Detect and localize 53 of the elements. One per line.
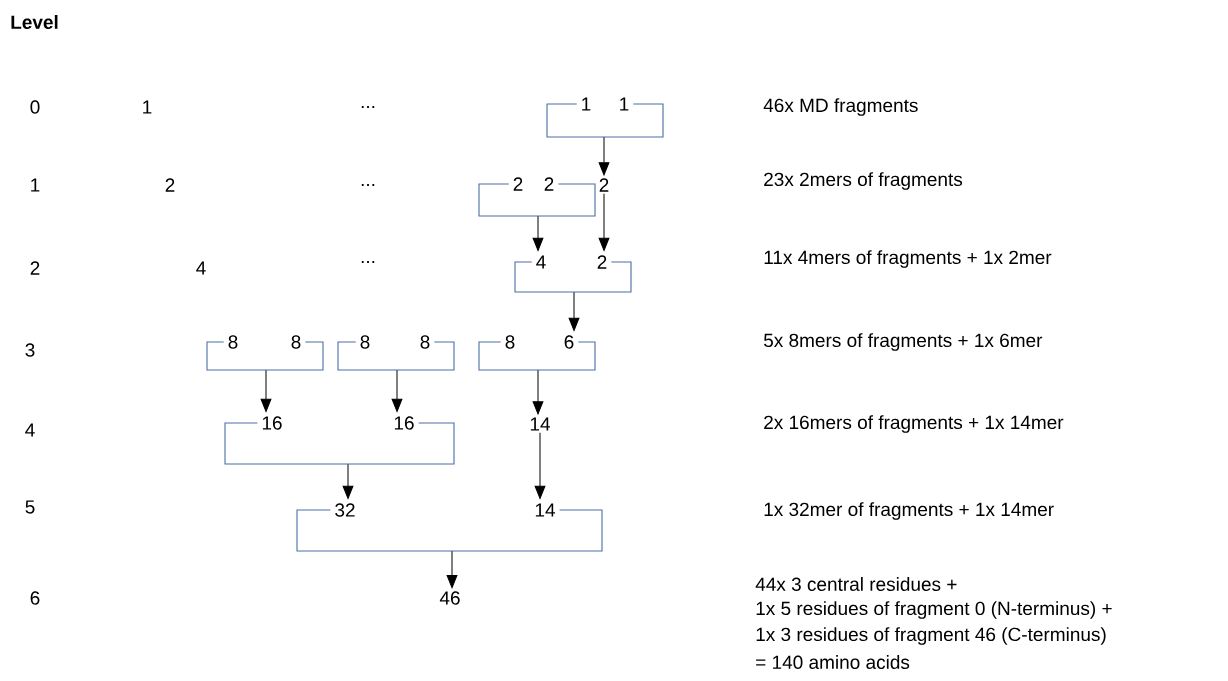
arrow	[598, 193, 610, 251]
arrow	[534, 432, 546, 499]
fragment-count: 32	[333, 503, 357, 517]
arrow	[532, 369, 544, 415]
fragment-count: 8	[358, 335, 372, 349]
fragment-count: 8	[289, 335, 303, 349]
description: 1x 5 residues of fragment 0 (N-terminus) +	[756, 601, 1112, 619]
fragment-count: 16	[260, 416, 284, 430]
description: = 140 amino acids	[756, 655, 910, 669]
arrow	[260, 369, 272, 412]
ellipsis: ...	[361, 184, 375, 186]
arrow	[532, 215, 544, 251]
fragment-count: 4	[534, 255, 548, 269]
description: 1x 32mer of fragments + 1x 14mer	[764, 502, 1054, 520]
description: 5x 8mers of fragments + 1x 6mer	[763, 333, 1043, 351]
description: 1x 3 residues of fragment 46 (C-terminus)	[756, 627, 1106, 645]
level-number: 6	[30, 591, 40, 605]
fragment-count: 46	[439, 591, 460, 605]
fragment-count: 2	[599, 178, 609, 192]
ellipsis: ...	[361, 106, 375, 108]
ellipsis: ...	[361, 261, 375, 263]
arrow	[446, 550, 458, 589]
fragment-count: 8	[226, 335, 240, 349]
arrow	[391, 369, 403, 412]
description: 46x MD fragments	[763, 98, 918, 116]
fragment-count: 1	[617, 97, 631, 111]
level-number: 5	[25, 500, 35, 514]
fragment-count: 8	[503, 335, 517, 349]
fragment-count: 14	[533, 503, 557, 517]
description: 11x 4mers of fragments + 1x 2mer	[764, 250, 1052, 268]
arrow	[568, 291, 580, 331]
fragment-count: 1	[579, 97, 593, 111]
description: 2x 16mers of fragments + 1x 14mer	[764, 415, 1064, 433]
level-number: 4	[25, 423, 35, 437]
arrow	[342, 463, 354, 499]
fragment-count: 2	[165, 178, 175, 192]
level-number: 2	[30, 261, 40, 275]
fragment-count: 2	[542, 177, 556, 191]
fragment-count: 14	[530, 417, 550, 431]
level-number: 3	[25, 343, 35, 357]
fragment-count: 6	[562, 335, 576, 349]
fragment-count: 8	[418, 335, 432, 349]
fragment-count: 1	[143, 100, 152, 114]
fragment-count: 2	[511, 177, 525, 191]
fragment-count: 2	[595, 255, 609, 269]
column-heading: Level	[11, 15, 58, 29]
fragment-count: 16	[392, 416, 416, 430]
fragment-count: 4	[196, 261, 206, 275]
level-number: 0	[30, 100, 40, 114]
description: 44x 3 central residues +	[755, 577, 957, 591]
arrow	[598, 136, 610, 176]
description: 23x 2mers of fragments	[764, 172, 963, 190]
level-number: 1	[31, 178, 40, 192]
